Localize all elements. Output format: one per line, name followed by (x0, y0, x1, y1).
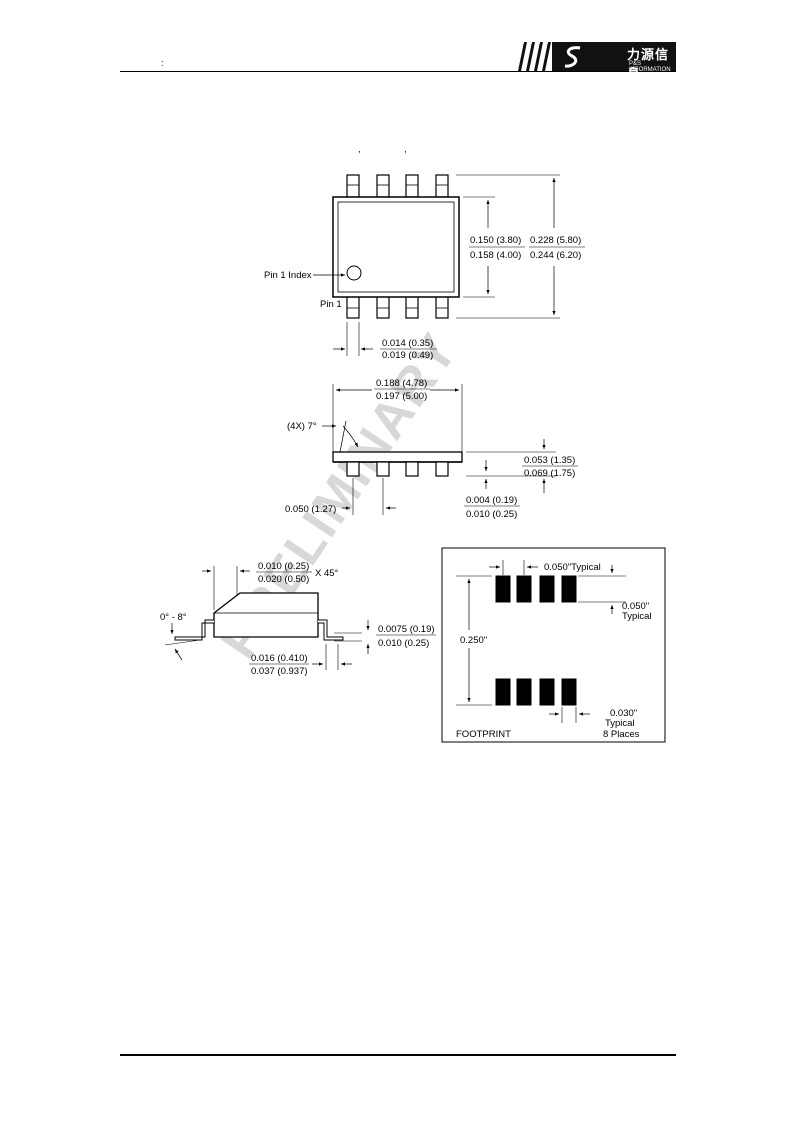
side-lead-2 (376, 461, 390, 477)
footprint-pad-bottom-2 (516, 678, 532, 706)
dim-lead-width-min: 0.014 (0.35) (382, 338, 433, 349)
top-mark-1: , (358, 144, 361, 155)
side-view-body (332, 451, 463, 463)
dim-height-min: 0.053 (1.35) (524, 455, 575, 466)
company-logo: 力源信息 P&S INFORMATION (508, 42, 676, 81)
dim-total-width-max: 0.244 (6.20) (530, 250, 581, 261)
dim-standoff-min: 0.004 (0.19) (466, 495, 517, 506)
dim-body-width-max: 0.158 (4.00) (470, 250, 521, 261)
side-lead-1 (346, 461, 360, 477)
end-view-lead-right (318, 619, 344, 641)
header-section-label: : (161, 58, 164, 68)
top-view-body (332, 196, 460, 298)
chamfer-suffix: X 45° (315, 568, 339, 579)
footprint-pad-bottom-1 (495, 678, 511, 706)
side-lead-3 (405, 461, 419, 477)
footprint-pad-top-4 (561, 575, 577, 603)
top-view: , , Pin 1 Index Pin 1 (264, 144, 585, 361)
dim-chamfer-min: 0.010 (0.25) (258, 561, 309, 572)
logo-stripes (518, 42, 551, 71)
dim-body-width-min: 0.150 (3.80) (470, 235, 521, 246)
dim-foot-length-max: 0.037 (0.937) (251, 666, 308, 677)
logo-chinese-text: 力源信息 (627, 47, 670, 81)
footprint-pitch: 0.050"Typical (544, 562, 601, 573)
top-pin-lower-4 (435, 295, 449, 319)
pin1-index-label: Pin 1 Index (264, 270, 312, 281)
top-pin-lower-2 (376, 295, 390, 319)
top-mark-2: , (404, 144, 407, 155)
dim-length-min: 0.188 (4.78) (376, 378, 427, 389)
draft-angle-label: (4X) 7° (287, 421, 317, 432)
top-pin-upper-3 (405, 174, 419, 198)
footprint-panel: 0.050"Typical 0.050" Typical 0.250" 0.03… (441, 547, 666, 743)
footprint-pad-top-1 (495, 575, 511, 603)
footer-rule (120, 1054, 676, 1056)
dim-height-max: 0.069 (1.75) (524, 468, 575, 479)
pin1-label: Pin 1 (320, 299, 342, 310)
footprint-pad-top-2 (516, 575, 532, 603)
logo-english-text: P&S INFORMATION (629, 61, 671, 73)
dim-pitch: 0.050 (1.27) (285, 504, 336, 515)
end-view: 0.010 (0.25) 0.020 (0.50) X 45° 0° - 8° … (160, 561, 436, 677)
dim-lead-width-max: 0.019 (0.49) (382, 350, 433, 361)
footprint-pad-width-note1: Typical (605, 718, 635, 729)
lead-angle-range: 0° - 8° (160, 612, 187, 623)
logo-box: 力源信息 P&S INFORMATION (552, 42, 676, 81)
end-view-body (213, 592, 319, 638)
dim-foot-length-min: 0.016 (0.410) (251, 653, 308, 664)
footprint-pad-bottom-3 (539, 678, 555, 706)
footprint-pad-length: 0.050" (622, 601, 649, 612)
top-pin-lower-1 (346, 295, 360, 319)
side-lead-4 (435, 461, 449, 477)
top-pin-upper-4 (435, 174, 449, 198)
top-pin-upper-1 (346, 174, 360, 198)
dim-lead-thickness-min: 0.0075 (0.19) (378, 624, 435, 635)
side-view: 0.188 (4.78) 0.197 (5.00) (4X) 7° 0.053 … (285, 378, 578, 520)
dim-length-max: 0.197 (5.00) (376, 391, 427, 402)
footprint-pad-top-3 (539, 575, 555, 603)
footprint-pad-width-note2: 8 Places (603, 729, 640, 740)
dim-chamfer-max: 0.020 (0.50) (258, 574, 309, 585)
dim-total-width-min: 0.228 (5.80) (530, 235, 581, 246)
dim-standoff-max: 0.010 (0.25) (466, 509, 517, 520)
footprint-title: FOOTPRINT (456, 729, 511, 740)
footprint-pad-width: 0.030" (610, 708, 637, 719)
footprint-pad-bottom-4 (561, 678, 577, 706)
top-pin-upper-2 (376, 174, 390, 198)
pin1-index-dot (346, 265, 362, 281)
top-pin-lower-3 (405, 295, 419, 319)
dim-lead-thickness-max: 0.010 (0.25) (378, 638, 429, 649)
end-view-lead-left (174, 619, 214, 641)
header-rule (120, 71, 676, 72)
footprint-row-span: 0.250" (460, 635, 487, 646)
logo-s-icon (564, 46, 581, 68)
footprint-pad-length-note: Typical (622, 611, 652, 622)
